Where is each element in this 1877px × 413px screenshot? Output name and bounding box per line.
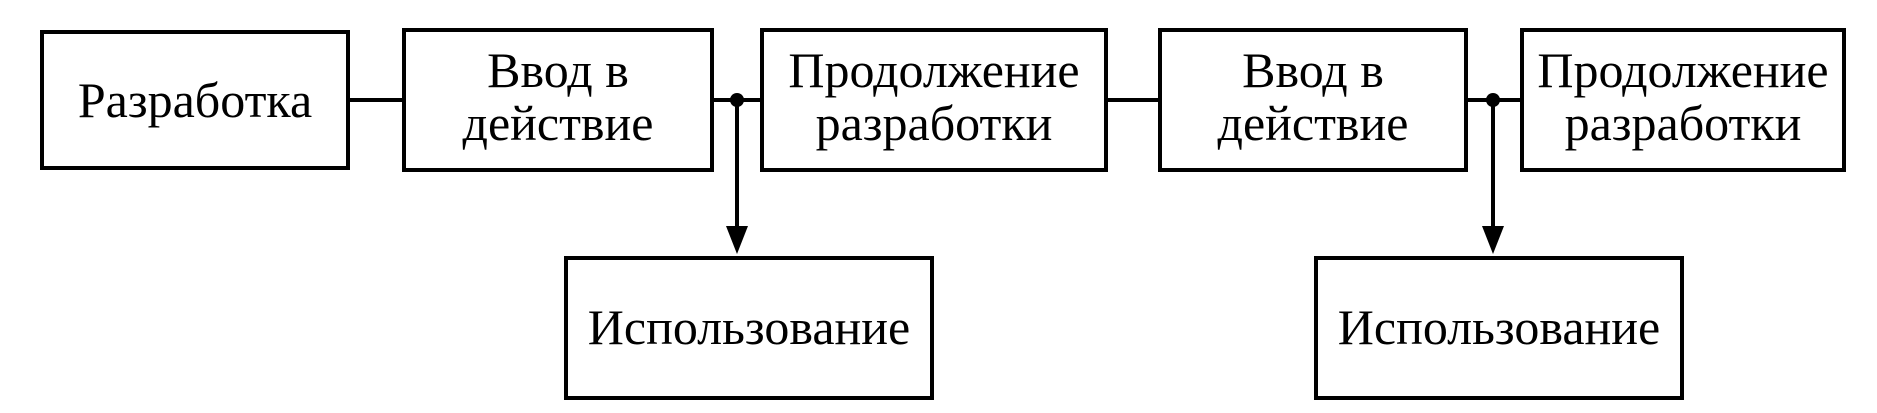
- node-box: [40, 30, 350, 170]
- node-label-line-2: действие: [463, 95, 654, 151]
- node-label: Разработка: [78, 72, 312, 128]
- junction-dot-2: [1486, 93, 1500, 107]
- node-use2: Использование: [1314, 256, 1684, 400]
- node-box: [1158, 28, 1468, 172]
- node-label-line-1: Продолжение: [788, 42, 1079, 98]
- node-label-line-2: разработки: [1565, 95, 1802, 151]
- arrowhead-use2: [1482, 226, 1504, 254]
- node-dev1: Разработка: [40, 30, 350, 170]
- node-label-line-1: Ввод в: [1242, 42, 1384, 98]
- node-cont1: Продолжение разработки: [760, 28, 1108, 172]
- node-deploy1: Ввод в действие: [402, 28, 714, 172]
- arrowhead-use1: [726, 226, 748, 254]
- node-cont2: Продолжение разработки: [1520, 28, 1846, 172]
- node-box: [402, 28, 714, 172]
- node-label-line-2: действие: [1218, 95, 1409, 151]
- junction-dot-1: [730, 93, 744, 107]
- node-box: [1520, 28, 1846, 172]
- node-deploy2: Ввод в действие: [1158, 28, 1468, 172]
- node-box: [760, 28, 1108, 172]
- node-label-line-1: Ввод в: [487, 42, 629, 98]
- node-label: Использование: [588, 299, 910, 355]
- node-label-line-2: разработки: [816, 95, 1053, 151]
- node-use1: Использование: [564, 256, 934, 400]
- node-label-line-1: Продолжение: [1537, 42, 1828, 98]
- node-box: [1314, 256, 1684, 400]
- node-box: [564, 256, 934, 400]
- node-label: Использование: [1338, 299, 1660, 355]
